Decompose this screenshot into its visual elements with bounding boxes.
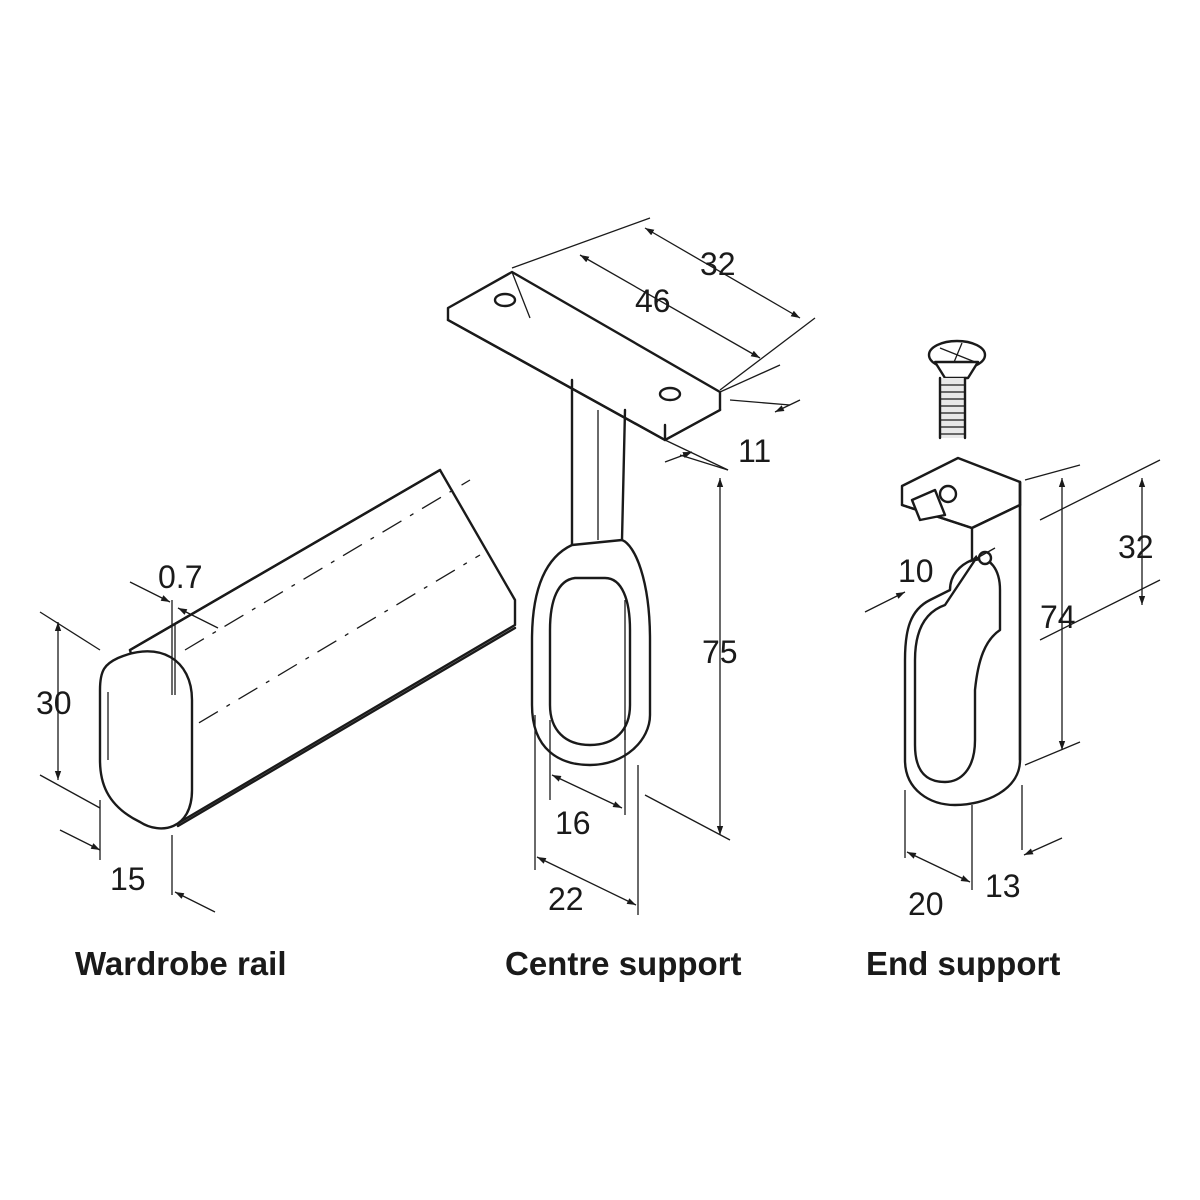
dim-15-arrow-b [174, 891, 216, 913]
centre-plate-line [511, 271, 531, 319]
dim-0-7-arrow-b [177, 607, 219, 629]
dim-centre-height: 75 [702, 634, 738, 670]
wardrobe-rail-drawing: 30 15 0.7 Wardrobe rail [36, 468, 517, 982]
centre-hole-2 [658, 386, 682, 402]
dim-11-arrow-b [664, 451, 693, 463]
dim-end-height: 74 [1040, 599, 1076, 635]
rail-end-section [98, 650, 194, 830]
dim-22-line [536, 856, 637, 906]
dim-centre-outer-width: 22 [548, 881, 584, 917]
dim-16-line [551, 774, 623, 809]
ext-line [549, 720, 626, 815]
screw-icon [927, 339, 987, 440]
ext-line [904, 790, 973, 890]
dim-end-10-arrow-b [969, 547, 996, 563]
caption-centre-support: Centre support [505, 945, 742, 982]
ext-line [664, 439, 729, 471]
centre-plate-top [446, 270, 722, 442]
dim-0-7-arrow-a [129, 581, 171, 603]
dim-end-depth: 13 [985, 868, 1021, 904]
dim-end-screw-offset: 10 [898, 553, 934, 589]
dim-15-arrow-a [59, 829, 101, 851]
caption-wardrobe-rail: Wardrobe rail [75, 945, 287, 982]
ext-line [679, 454, 729, 471]
caption-end-support: End support [866, 945, 1060, 982]
dim-end-10-arrow-a [864, 591, 906, 613]
dim-centre-plate-length: 46 [635, 283, 671, 319]
centre-stem [570, 378, 627, 547]
dim-centre-inner-width: 16 [555, 805, 591, 841]
rail-upper-line [184, 479, 471, 651]
dim-rail-depth: 15 [110, 861, 146, 897]
ext-line [534, 715, 639, 915]
ext-line [1024, 741, 1081, 766]
ext-line [1024, 464, 1081, 481]
ext-line [644, 794, 731, 841]
dim-end-13-arrow [1023, 837, 1063, 856]
ext-line [39, 611, 101, 651]
ext-line [39, 774, 101, 809]
dim-end-top-height: 32 [1118, 529, 1154, 565]
dim-end-width: 20 [908, 886, 944, 922]
centre-hole-1 [493, 292, 517, 308]
dim-centre-thickness: 11 [738, 433, 771, 469]
dim-46-line [579, 254, 761, 359]
end-bracket-inner [913, 557, 1002, 784]
ext-line [719, 317, 816, 391]
dim-rail-wall: 0.7 [158, 559, 202, 595]
centre-support-drawing: 32 46 11 75 16 22 Centre support [446, 217, 816, 982]
ext-line [719, 364, 781, 393]
dim-centre-hole-spacing: 32 [700, 246, 736, 282]
rail-top-edge [128, 468, 442, 652]
dim-end-20-line [906, 851, 971, 883]
end-tapped-hole [938, 484, 958, 504]
rail-bottom-edge [176, 626, 517, 828]
end-support-drawing: 32 10 74 20 13 End support [864, 339, 1161, 982]
end-bracket-slot [910, 488, 947, 522]
centre-loop-inner [548, 576, 632, 747]
ext-line [729, 399, 791, 406]
ext-line [511, 217, 651, 269]
dim-11-arrow-a [774, 399, 801, 413]
dim-rail-height: 30 [36, 685, 72, 721]
